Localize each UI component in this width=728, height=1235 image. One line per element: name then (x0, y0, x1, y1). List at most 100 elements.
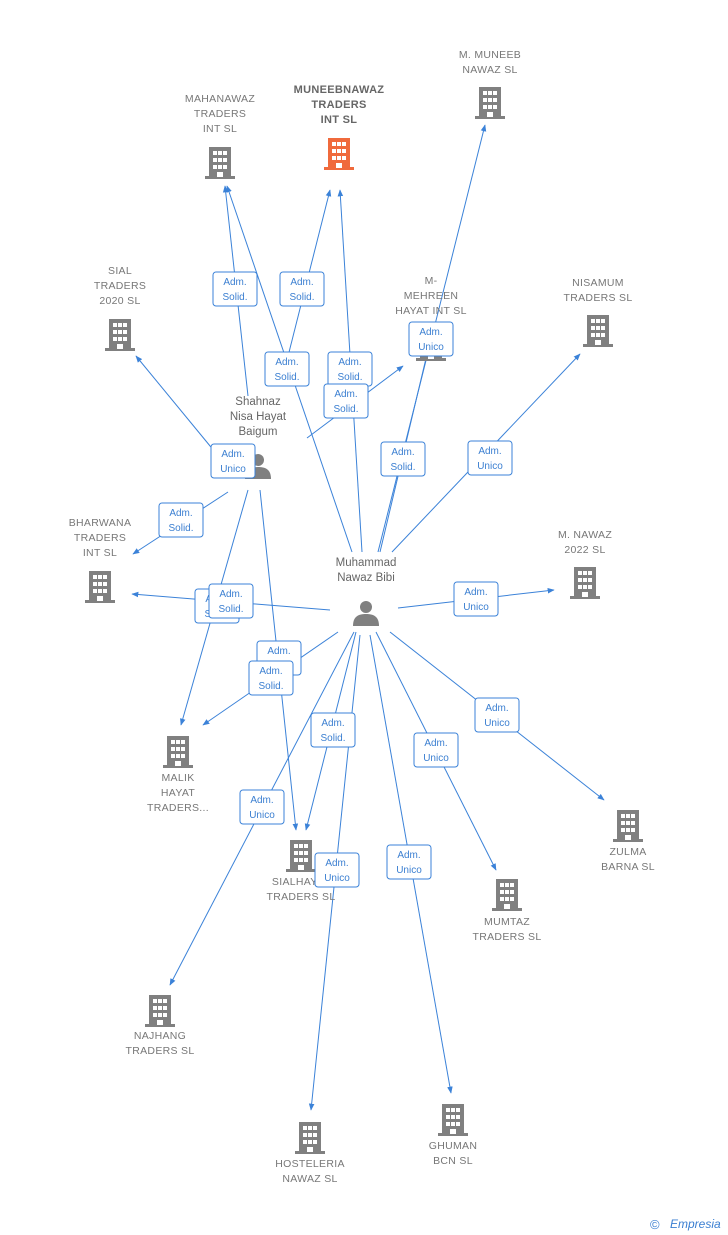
badge-label: Unico (463, 602, 489, 613)
building-icon (475, 87, 505, 119)
role-badge[interactable]: Adm.Unico (467, 440, 513, 476)
building-icon (163, 736, 193, 768)
company-label: HAYAT (161, 787, 195, 799)
badge-label: Adm. (464, 587, 487, 598)
building-icon (492, 879, 522, 911)
company-malik[interactable]: MALIKHAYATTRADERS... (147, 736, 209, 814)
role-badge[interactable]: Adm.Solid. (158, 502, 204, 538)
role-badge[interactable]: Adm. Solid. (212, 271, 258, 307)
badge-label: Unico (396, 865, 422, 876)
badge-label: Unico (324, 873, 350, 884)
role-badge[interactable]: Adm. Solid. (248, 660, 294, 696)
company-label: MUNEEBNAWAZ (294, 84, 385, 96)
badge-label: Adm. (290, 277, 313, 288)
company-label: BHARWANA (69, 517, 132, 529)
building-icon (205, 147, 235, 179)
role-badge[interactable]: Adm.Unico (314, 852, 360, 888)
badge-label: Solid. (333, 404, 358, 415)
role-badge[interactable]: Adm. Solid. (310, 712, 356, 748)
empresia-watermark[interactable]: © Empresia (650, 1217, 721, 1232)
company-label: GHUMAN (429, 1140, 477, 1152)
relation-edge (135, 355, 216, 453)
badge-label: Adm. (321, 718, 344, 729)
badge-label: Solid. (274, 372, 299, 383)
badge-label: Adm. (259, 666, 282, 677)
person-label: Nisa Hayat (230, 411, 287, 423)
role-badge[interactable]: Adm. Unico (474, 697, 520, 733)
role-badge[interactable]: Adm. Unico (408, 321, 454, 357)
building-icon (286, 840, 316, 872)
building-icon (583, 315, 613, 347)
company-label: MUMTAZ (484, 916, 530, 928)
role-badge[interactable]: Adm.Unico (239, 789, 285, 825)
badge-label: Adm. (419, 327, 442, 338)
building-icon (438, 1104, 468, 1136)
badge-label: Adm. (223, 277, 246, 288)
building-icon (613, 810, 643, 842)
company-label: M. NAWAZ (558, 529, 612, 541)
role-badge[interactable]: Adm.Solid. (208, 583, 254, 619)
badge-label: Solid. (320, 733, 345, 744)
company-label: SIAL (108, 265, 132, 277)
company-label: INT SL (83, 547, 117, 559)
role-badge[interactable]: Adm. Solid. (323, 383, 369, 419)
badge-label: Solid. (289, 292, 314, 303)
company-najhang[interactable]: NAJHANG TRADERS SL (126, 995, 195, 1057)
company-label: NAWAZ SL (282, 1173, 337, 1185)
person-label: Muhammad (336, 557, 397, 569)
badge-label: Unico (484, 718, 510, 729)
role-badge[interactable]: Adm. Unico (210, 443, 256, 479)
badge-label: Adm. (397, 850, 420, 861)
company-label: BARNA SL (601, 861, 655, 873)
role-badge[interactable]: Adm. Unico (453, 581, 499, 617)
badge-label: Unico (418, 342, 444, 353)
company-muneeb[interactable]: M. MUNEEBNAWAZ SL (459, 49, 521, 119)
company-label: MALIK (161, 772, 194, 784)
company-label: NAJHANG (134, 1030, 186, 1042)
company-label: M- (425, 275, 438, 287)
role-badge[interactable]: Adm.Solid. (380, 441, 426, 477)
role-badge[interactable]: Adm. Solid. (279, 271, 325, 307)
copyright-symbol: © (650, 1217, 660, 1232)
person-label: Shahnaz (235, 396, 281, 408)
badge-label: Solid. (258, 681, 283, 692)
badge-label: Adm. (485, 703, 508, 714)
role-badge[interactable]: Adm.Solid. (327, 351, 373, 387)
company-label: TRADERS SL (126, 1045, 195, 1057)
building-icon (324, 138, 354, 170)
badges-layer: Adm. Solid. Adm. Solid. Adm. Solid. Adm. Solid.… (158, 271, 520, 888)
company-mnawaz2022[interactable]: M. NAWAZ 2022 SL (558, 529, 612, 599)
badge-label: Adm. (334, 389, 357, 400)
company-label: TRADERS SL (564, 292, 633, 304)
company-label: TRADERS (194, 108, 246, 120)
company-label: MEHREEN (404, 290, 459, 302)
badge-label: Adm. (391, 447, 414, 458)
role-badge[interactable]: Adm. Unico (386, 844, 432, 880)
role-badge[interactable]: Adm.Solid. (264, 351, 310, 387)
company-mehreen[interactable]: M- MEHREEN HAYAT INT SL (395, 275, 466, 361)
building-icon (85, 571, 115, 603)
company-label: 2022 SL (564, 544, 605, 556)
badge-label: Solid. (337, 372, 362, 383)
badge-label: Adm. (221, 449, 244, 460)
badge-label: Solid. (222, 292, 247, 303)
role-badge[interactable]: Adm.Unico (413, 732, 459, 768)
badge-label: Unico (220, 464, 246, 475)
building-icon (145, 995, 175, 1027)
company-label: NISAMUM (572, 277, 624, 289)
company-label: TRADERS SL (267, 891, 336, 903)
company-nisamum[interactable]: NISAMUM TRADERS SL (564, 277, 633, 347)
company-label: HAYAT INT SL (395, 305, 466, 317)
